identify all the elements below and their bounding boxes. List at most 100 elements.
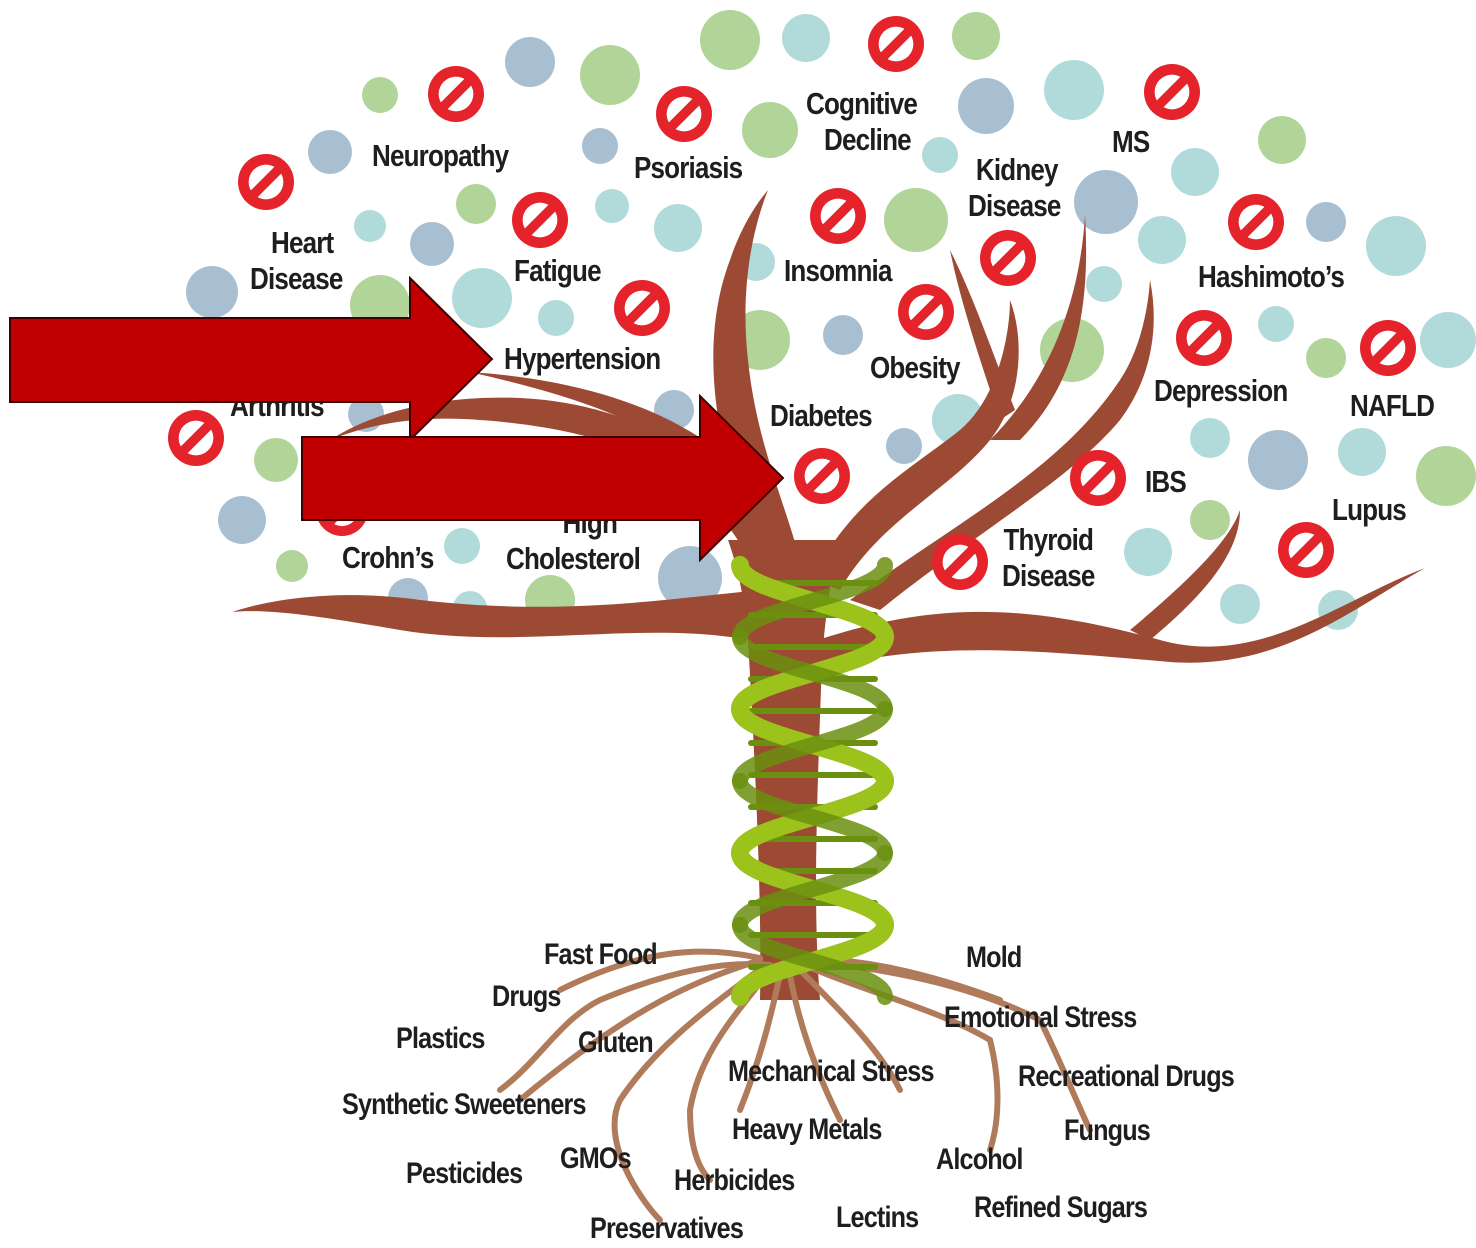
- dna-rung: [748, 708, 878, 714]
- decorative-dot: [1306, 338, 1346, 378]
- label-depression: Depression: [1154, 373, 1287, 409]
- decorative-dot: [595, 189, 629, 223]
- decorative-dot: [1258, 116, 1306, 164]
- label-drugs: Drugs: [492, 979, 561, 1015]
- label-cognitive-decline: Cognitive Decline: [806, 86, 917, 158]
- label-nafld: NAFLD: [1350, 388, 1434, 424]
- label-recreational-drugs: Recreational Drugs: [1018, 1059, 1234, 1095]
- decorative-dot: [505, 37, 555, 87]
- decorative-dot: [354, 210, 386, 242]
- decorative-dot: [362, 77, 398, 113]
- label-mold: Mold: [966, 940, 1021, 976]
- decorative-dot: [782, 14, 830, 62]
- decorative-dot: [1086, 266, 1122, 302]
- label-psoriasis: Psoriasis: [634, 150, 742, 186]
- label-gluten: Gluten: [578, 1025, 653, 1061]
- prohibited-icon: [1176, 310, 1232, 366]
- decorative-dot: [1420, 312, 1476, 368]
- prohibited-icon: [1144, 64, 1200, 120]
- prohibited-icon: [1228, 194, 1284, 250]
- label-fungus: Fungus: [1064, 1113, 1150, 1149]
- label-ms: MS: [1112, 124, 1149, 160]
- decorative-dot: [1190, 418, 1230, 458]
- decorative-dot: [1248, 430, 1308, 490]
- decorative-dot: [538, 300, 574, 336]
- decorative-dot: [186, 266, 238, 318]
- prohibited-icon: [868, 16, 924, 72]
- prohibited-icon: [898, 284, 954, 340]
- label-lectins: Lectins: [836, 1200, 918, 1236]
- decorative-dot: [884, 188, 948, 252]
- decorative-dot: [308, 130, 352, 174]
- decorative-dot: [958, 78, 1014, 134]
- prohibited-icon: [512, 192, 568, 248]
- dna-rung: [748, 772, 878, 778]
- label-fast-food: Fast Food: [544, 937, 657, 973]
- decorative-dot: [886, 428, 922, 464]
- label-thyroid-disease: Thyroid Disease: [1002, 522, 1095, 594]
- decorative-dot: [654, 204, 702, 252]
- decorative-dot: [254, 438, 298, 482]
- decorative-dot: [1190, 500, 1230, 540]
- label-emotional-stress: Emotional Stress: [944, 1000, 1136, 1036]
- prohibited-icon: [1070, 450, 1126, 506]
- decorative-dot: [1306, 202, 1346, 242]
- decorative-dot: [580, 45, 640, 105]
- decorative-dot: [1044, 60, 1104, 120]
- decorative-dot: [1258, 306, 1294, 342]
- prohibited-icon: [1360, 320, 1416, 376]
- decorative-dot: [1124, 528, 1172, 576]
- label-synthetic-sweeteners: Synthetic Sweeteners: [342, 1087, 586, 1123]
- prohibited-icon: [932, 534, 988, 590]
- label-heart-disease: Heart Disease: [250, 225, 343, 297]
- prohibited-icon: [238, 154, 294, 210]
- decorative-dot: [276, 550, 308, 582]
- label-kidney-disease: Kidney Disease: [968, 152, 1061, 224]
- label-fatigue: Fatigue: [514, 253, 601, 289]
- prohibited-icon: [656, 86, 712, 142]
- label-high-cholesterol: High Cholesterol: [506, 505, 640, 577]
- decorative-dot: [1416, 446, 1476, 506]
- decorative-dot: [410, 222, 454, 266]
- label-mechanical-stress: Mechanical Stress: [728, 1054, 934, 1090]
- prohibited-icon: [168, 410, 224, 466]
- label-hypertension: Hypertension: [504, 341, 660, 377]
- decorative-dot: [1138, 216, 1186, 264]
- label-gmos: GMOs: [560, 1141, 631, 1177]
- label-alcohol: Alcohol: [936, 1142, 1023, 1178]
- decorative-dot: [444, 528, 480, 564]
- prohibited-icon: [980, 230, 1036, 286]
- label-lupus: Lupus: [1332, 492, 1406, 528]
- label-obesity: Obesity: [870, 350, 960, 386]
- decorative-dot: [823, 315, 863, 355]
- decorative-dot: [1220, 584, 1260, 624]
- label-pesticides: Pesticides: [406, 1156, 522, 1192]
- decorative-dot: [922, 137, 958, 173]
- prohibited-icon: [428, 66, 484, 122]
- label-herbicides: Herbicides: [674, 1163, 794, 1199]
- label-ibs: IBS: [1145, 464, 1186, 500]
- decorative-dot: [1171, 148, 1219, 196]
- prohibited-icon: [810, 188, 866, 244]
- decorative-dot: [700, 10, 760, 70]
- label-refined-sugars: Refined Sugars: [974, 1190, 1147, 1226]
- decorative-dot: [952, 12, 1000, 60]
- decorative-dot: [218, 496, 266, 544]
- label-plastics: Plastics: [396, 1021, 485, 1057]
- label-hashimotos: Hashimoto’s: [1198, 259, 1344, 295]
- label-neuropathy: Neuropathy: [372, 138, 508, 174]
- prohibited-icon: [614, 280, 670, 336]
- decorative-dot: [1338, 428, 1386, 476]
- label-diabetes: Diabetes: [770, 398, 872, 434]
- decorative-dot: [456, 184, 496, 224]
- prohibited-icon: [1278, 522, 1334, 578]
- decorative-dot: [452, 268, 512, 328]
- label-heavy-metals: Heavy Metals: [732, 1112, 882, 1148]
- decorative-dot: [1366, 216, 1426, 276]
- decorative-dot: [1074, 170, 1138, 234]
- label-insomnia: Insomnia: [784, 253, 892, 289]
- decorative-dot: [742, 102, 798, 158]
- decorative-dot: [582, 128, 618, 164]
- prohibited-icon: [794, 448, 850, 504]
